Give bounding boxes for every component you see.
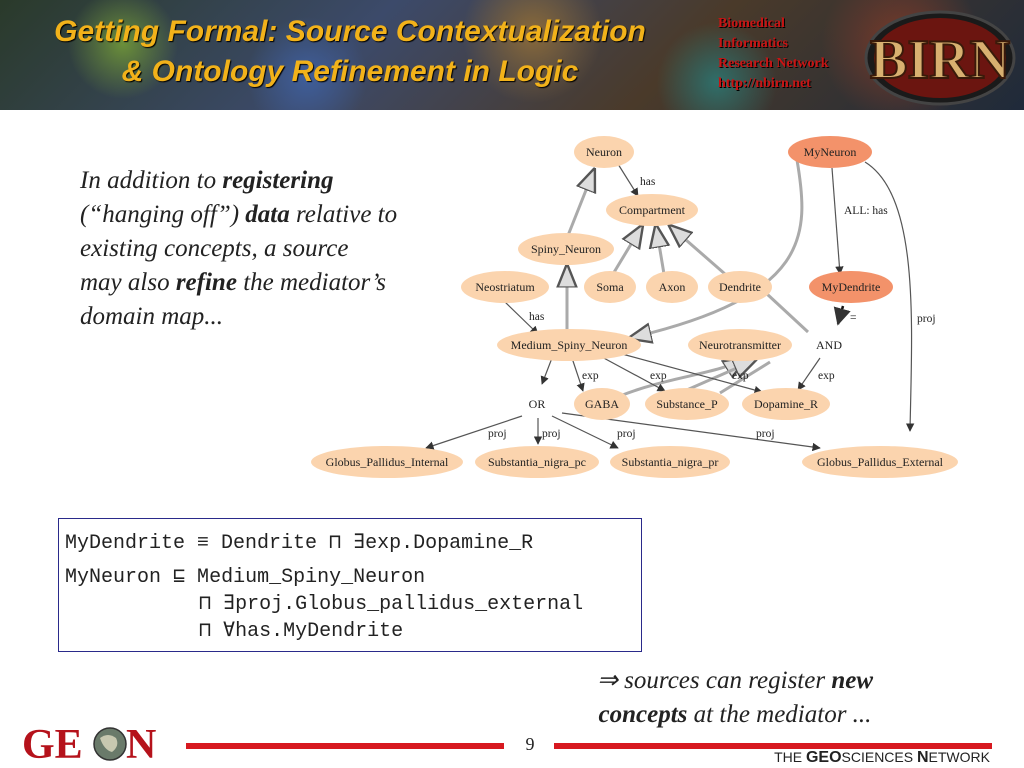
node-and: AND [816,338,842,352]
footer-rule-left [186,743,504,749]
intro-text-span: In addition to [80,167,222,194]
edge-msn-to-or [542,358,552,384]
edge-spiny-neuron-to-neuron [567,170,594,238]
edge-mydendrite-equals-and [838,306,843,324]
formula-myneuron-proj: ⊓ ∃proj.Globus_pallidus_external [199,590,583,616]
intro-keyword-data: data [245,201,289,228]
node-soma-label: Soma [596,280,624,294]
node-substantia-nigra-pr-label: Substantia_nigra_pr [622,455,719,469]
node-dendrite-label: Dendrite [719,280,761,294]
edge-and-exp-dopamine-r [798,358,820,390]
node-axon-label: Axon [659,280,686,294]
footer-text-span: ETWORK [929,749,990,765]
node-compartment-label: Compartment [619,203,686,217]
formula-myneuron-has: ⊓ ∀has.MyDendrite [199,617,403,643]
ontology-diagram: has ALL: has has = proj exp exp exp exp … [300,126,1000,486]
slide-title-line1: Getting Formal: Source Contextualization [0,12,700,52]
label-exp: exp [582,370,599,382]
edge-and-to-dendrite [767,294,808,332]
label-proj: proj [617,428,636,440]
node-mydendrite-label: MyDendrite [822,280,881,294]
footer-text-span: SCIENCES [842,749,917,765]
node-neurotransmitter-label: Neurotransmitter [699,338,781,352]
edge-myneuron-allhas-mydendrite [832,168,840,274]
label-has: has [640,176,656,188]
node-myneuron-label: MyNeuron [804,145,857,159]
node-globus-pallidus-internal-label: Globus_Pallidus_Internal [326,455,449,469]
conclusion-keyword-concepts: concepts [599,701,688,728]
label-exp: exp [732,370,749,382]
node-neuron-label: Neuron [586,145,622,159]
geon-logo: GE N [20,718,170,768]
footer-text-n: N [917,749,929,766]
edge-myneuron-to-msn [630,160,802,338]
node-substantia-nigra-pc-label: Substantia_nigra_pc [488,455,586,469]
node-globus-pallidus-external-label: Globus_Pallidus_External [817,455,944,469]
conclusion-text-span: ⇒ sources can register [597,667,831,694]
conclusion-text: ⇒ sources can register new concepts at t… [565,664,905,732]
label-equals: = [850,312,857,324]
conclusion-text-span: at the mediator ... [687,701,871,728]
page-number: 9 [515,734,545,755]
slide-title: Getting Formal: Source Contextualization… [0,12,700,92]
edge-neuron-has-compartment [618,164,638,196]
edge-axon-to-compartment [656,226,664,274]
formula-myneuron: MyNeuron ⊑ Medium_Spiny_Neuron [65,563,425,589]
formula-box: MyDendrite ≡ Dendrite ⊓ ∃exp.Dopamine_R … [58,518,642,652]
label-exp: exp [650,370,667,382]
node-neostriatum-label: Neostriatum [475,280,535,294]
birn-logo: BIRN [858,6,1018,106]
node-dopamine-r-label: Dopamine_R [754,397,818,411]
node-substance-p-label: Substance_P [656,397,718,411]
label-proj: proj [488,428,507,440]
intro-text-span: may also [80,269,176,296]
footer-text-geo: GEO [806,749,842,766]
svg-text:N: N [126,722,156,768]
node-medium-spiny-neuron-label: Medium_Spiny_Neuron [511,338,628,352]
conclusion-keyword-new: new [831,667,873,694]
footer-text-span: THE [774,749,806,765]
svg-text:GE: GE [22,722,83,768]
label-proj: proj [542,428,561,440]
slide-title-line2: & Ontology Refinement in Logic [0,52,700,92]
edge-dendrite-to-compartment [670,226,725,274]
birn-line-3: Research Network [718,54,829,74]
svg-text:BIRN: BIRN [870,29,1010,91]
label-all-has: ALL: has [844,205,888,217]
birn-url[interactable]: http://nbirn.net [718,74,829,94]
formula-mydendrite: MyDendrite ≡ Dendrite ⊓ ∃exp.Dopamine_R [65,529,533,555]
label-has: has [529,311,545,323]
intro-keyword-refine: refine [176,269,237,296]
diagram-nodes: Neuron MyNeuron Compartment Spiny_Neuron… [311,136,958,478]
label-proj: proj [756,428,775,440]
intro-text-span: (“hanging off”) [80,201,245,228]
edge-or-proj-gp-internal [426,416,522,448]
footer-network-name: THE GEOSCIENCES NETWORK [774,749,990,767]
node-gaba-label: GABA [585,397,619,411]
node-or: OR [529,397,546,411]
node-spiny-neuron-label: Spiny_Neuron [531,242,601,256]
edge-soma-to-compartment [613,226,642,274]
label-proj: proj [917,313,936,325]
edge-or-proj-sn-pr [552,416,618,448]
birn-line-2: Informatics [718,34,829,54]
birn-caption: Biomedical Informatics Research Network … [718,14,829,94]
birn-line-1: Biomedical [718,14,829,34]
label-exp: exp [818,370,835,382]
